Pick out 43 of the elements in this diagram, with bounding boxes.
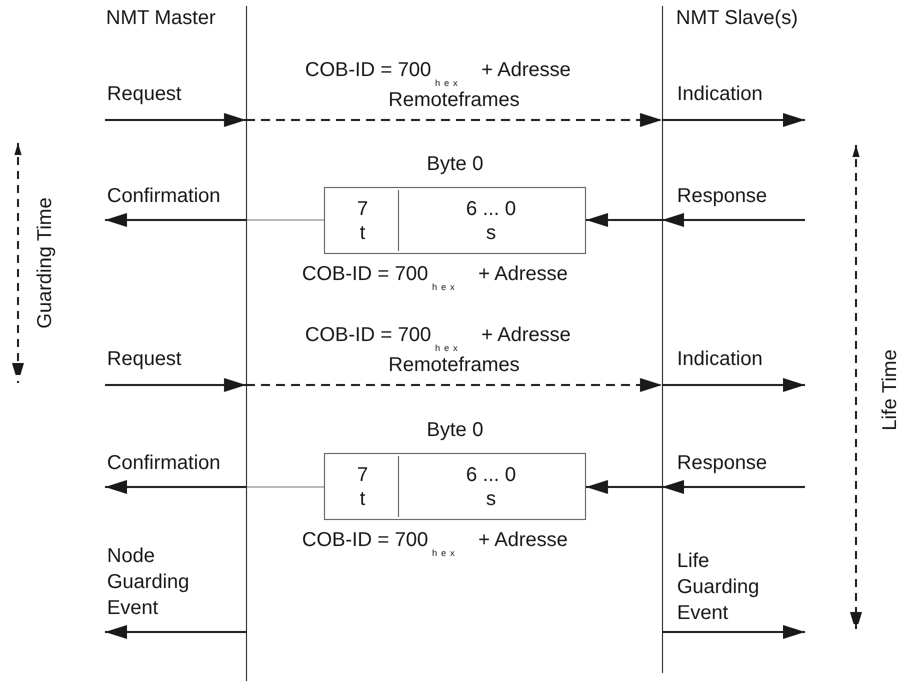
field-text: 7 (356, 462, 368, 486)
arrow (662, 625, 805, 639)
message-frame-box (324, 453, 586, 520)
field-text: s (486, 486, 496, 510)
edge-label: Remoteframes (388, 88, 520, 112)
edge-label: Request (107, 82, 182, 106)
connector-line (246, 486, 324, 488)
field-text: 7 (356, 196, 368, 220)
arrow (246, 378, 662, 392)
edge-label: Confirmation (107, 184, 220, 208)
byte-label: Byte 0 (426, 418, 484, 442)
edge-label: Request (107, 347, 182, 371)
edge-label: Remoteframes (388, 353, 520, 377)
edge-label: Indication (677, 82, 763, 106)
arrow (662, 213, 805, 227)
edge-label: Life Guarding Event (677, 549, 760, 626)
message-frame-box (324, 187, 586, 254)
time-span-label: Guarding Time (33, 197, 57, 329)
lifeline-heading: NMT Slave(s) (676, 6, 798, 30)
field-text: 6 ... 0 (466, 196, 516, 220)
edge-label: Node Guarding Event (107, 544, 190, 621)
arrow (662, 113, 805, 127)
edge-label: Confirmation (107, 451, 220, 475)
field-text: t (360, 486, 366, 510)
field-text: 6 ... 0 (466, 462, 516, 486)
edge-label: Indication (677, 347, 763, 371)
arrow (105, 480, 246, 494)
arrow (662, 480, 805, 494)
arrow (105, 213, 246, 227)
arrow (586, 480, 662, 494)
time-span-label: Life Time (878, 349, 902, 431)
arrow (662, 378, 805, 392)
arrow (105, 378, 246, 392)
arrow (105, 625, 246, 639)
lifeline-heading: NMT Master (106, 6, 216, 30)
byte-label: Byte 0 (426, 152, 484, 176)
field-text: s (486, 220, 496, 244)
arrow (586, 213, 662, 227)
field-text: t (360, 220, 366, 244)
edge-label: Response (677, 184, 768, 208)
edge-label: Response (677, 451, 768, 475)
arrow (105, 113, 246, 127)
arrow (246, 113, 662, 127)
